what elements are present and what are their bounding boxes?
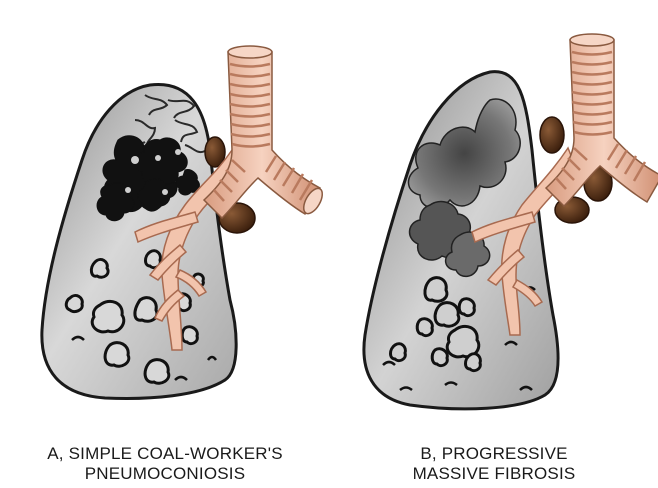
panel-b xyxy=(364,34,658,409)
caption-panel-a: A, SIMPLE COAL-WORKER'S PNEUMOCONIOSIS xyxy=(0,444,330,484)
caption-b-line1: B, PROGRESSIVE xyxy=(330,444,658,464)
trachea-a xyxy=(204,46,326,218)
caption-a-line1: A, SIMPLE COAL-WORKER'S xyxy=(0,444,330,464)
caption-b-line2: MASSIVE FIBROSIS xyxy=(330,464,658,484)
panel-a xyxy=(42,46,326,398)
caption-panel-b: B, PROGRESSIVE MASSIVE FIBROSIS xyxy=(330,444,658,484)
caption-a-line2: PNEUMOCONIOSIS xyxy=(0,464,330,484)
